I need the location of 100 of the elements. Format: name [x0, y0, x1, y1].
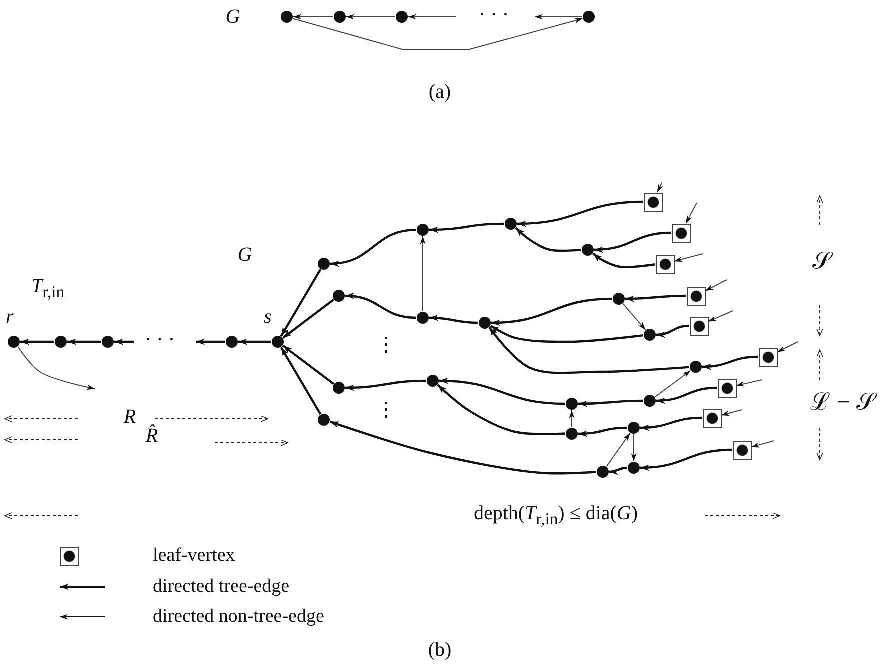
leaf-vertex — [656, 254, 674, 274]
tree-edge-arrow — [437, 384, 566, 436]
graph-label: G — [238, 245, 252, 265]
vertex-dot — [644, 395, 656, 407]
vertex-dot — [102, 336, 114, 348]
non-tree-edge-arrow — [654, 370, 692, 398]
vertex-dot — [281, 11, 293, 23]
vertex-dot — [417, 224, 429, 236]
tree-edge-arrow — [488, 326, 690, 374]
tree-edge-arrow — [196, 338, 226, 346]
tree-edge-arrow — [515, 227, 582, 252]
leaf-vertex — [718, 378, 736, 398]
vertex-dot — [597, 466, 609, 478]
vertex-dot — [628, 422, 640, 434]
non-tree-edge-arrow — [657, 182, 664, 193]
leaf-vertex — [758, 348, 778, 366]
non-tree-edge-arrow — [622, 303, 646, 331]
range-label: R̂ — [146, 426, 158, 446]
tree-edge-arrow — [68, 338, 102, 346]
leaf-vertex — [686, 286, 706, 306]
ellipsis: ⋮ — [376, 335, 396, 355]
graph-label: G — [226, 7, 240, 27]
legend-text: directed tree-edge — [153, 576, 290, 598]
vertex-dot — [396, 11, 408, 23]
non-tree-edge-arrow — [346, 14, 396, 20]
vertex-dot — [690, 361, 702, 373]
tree-edge-arrow — [238, 338, 272, 346]
tree-edge-arrow — [609, 466, 628, 475]
vertex-dot — [628, 462, 640, 474]
tree-edge-arrow — [429, 314, 479, 324]
vertex-label: r — [6, 306, 14, 329]
tree-edge-arrow — [20, 338, 54, 346]
non-tree-edge-arrow — [534, 14, 583, 20]
ellipsis: · · · — [145, 330, 175, 350]
leaf-vertex — [702, 408, 722, 428]
ellipsis: · · · — [479, 5, 509, 25]
tree-edge-arrow — [282, 299, 334, 339]
tree-edge-arrow — [282, 345, 334, 385]
vertex-dot — [583, 11, 595, 23]
vertex-dot — [333, 382, 345, 394]
non-tree-edge-arrow — [705, 280, 728, 292]
tree-edge-arrow — [640, 448, 733, 471]
tree-edge-arrow — [656, 324, 690, 338]
tree-edge-arrow — [280, 269, 322, 337]
non-tree-edge-arrow — [708, 310, 734, 322]
non-tree-edge-arrow — [293, 14, 334, 20]
non-tree-edge-arrow — [674, 254, 704, 262]
vertex-label: s — [264, 306, 272, 329]
tree-edge-arrow — [345, 293, 417, 320]
tree-edge-arrow — [429, 222, 505, 234]
non-tree-edge-arrow — [736, 380, 762, 387]
non-tree-edge-arrow — [686, 202, 698, 224]
non-tree-edge-arrow — [408, 14, 456, 20]
depth-bound-label: depth(T$_{r,in}$) ≤ dia(G) — [474, 504, 638, 528]
tree-edge-arrow — [114, 338, 134, 346]
legend-text: leaf-vertex — [153, 545, 236, 567]
range-label: R — [124, 407, 136, 427]
tree-edge-arrow — [491, 298, 613, 326]
vertex-dot — [613, 293, 625, 305]
vertex-dot — [505, 218, 517, 230]
vertex-dot — [55, 336, 67, 348]
vertex-dot — [333, 290, 345, 302]
vertex-dot — [226, 336, 238, 348]
non-tree-edge-arrow — [751, 440, 774, 448]
tree-edge-arrow — [594, 232, 672, 253]
tree-edge-arrow — [330, 228, 417, 267]
non-tree-edge-arrow — [721, 410, 742, 416]
set-label: ℒ − 𝒮 — [810, 391, 876, 415]
set-label: 𝒮 — [812, 250, 832, 274]
non-tree-edge-arrow — [18, 346, 96, 390]
vertex-dot — [582, 244, 594, 256]
tree-edge-arrow — [490, 324, 644, 344]
tree-edge-arrow — [439, 378, 566, 406]
leaf-vertex — [690, 316, 708, 336]
vertex-dot — [566, 428, 578, 440]
tree-edge-arrow — [345, 380, 427, 392]
non-tree-edge-arrow — [292, 18, 584, 50]
non-tree-edge-arrow — [631, 434, 637, 462]
tree-edge-arrow — [640, 416, 703, 431]
tree-edge-arrow — [330, 420, 597, 475]
vertex-dot — [318, 414, 330, 426]
tree-edge-arrow — [656, 386, 718, 404]
leaf-vertex — [732, 440, 752, 460]
tree-label: T$_{r,in}$ — [31, 276, 65, 302]
non-tree-edge-arrow — [420, 236, 426, 312]
vertex-dot — [318, 258, 330, 270]
vertex-dot — [427, 375, 439, 387]
vertex-dot — [644, 329, 656, 341]
non-tree-edge-arrow — [777, 342, 798, 353]
tree-edge-arrow — [517, 200, 644, 227]
panel-label: (b) — [428, 640, 452, 660]
tree-edge-arrow — [625, 294, 687, 302]
vertex-dot — [334, 11, 346, 23]
panel-label: (a) — [428, 82, 452, 102]
vertex-dot — [417, 312, 429, 324]
ellipsis: ⋮ — [376, 400, 396, 420]
vertex-dot — [566, 398, 578, 410]
tree-edge-arrow — [592, 252, 656, 268]
non-tree-edge-arrow — [569, 410, 575, 428]
vertex-dot — [479, 317, 491, 329]
